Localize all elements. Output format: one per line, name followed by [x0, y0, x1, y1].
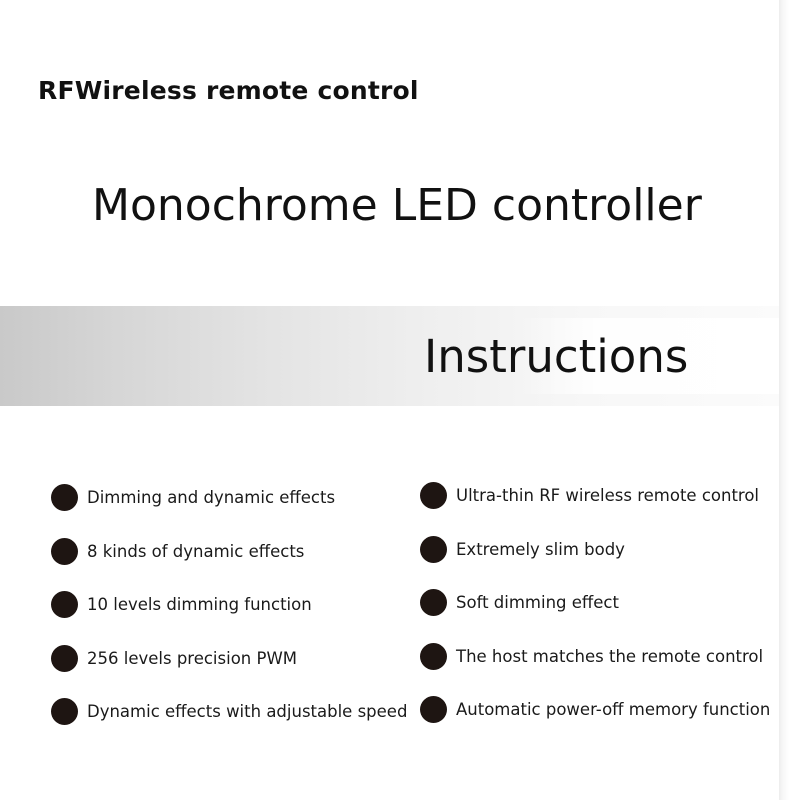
feature-item-right-1: Ultra-thin RF wireless remote control [420, 482, 759, 509]
bullet-dot-icon [51, 645, 78, 672]
bullet-dot-icon [51, 591, 78, 618]
bullet-dot-icon [51, 698, 78, 725]
feature-label: Automatic power-off memory function [456, 700, 771, 719]
bullet-dot-icon [51, 538, 78, 565]
feature-item-left-4: 256 levels precision PWM [51, 645, 297, 672]
page-title: Monochrome LED controller [92, 180, 702, 231]
page-edge-shadow [779, 0, 800, 800]
subtitle: RFWireless remote control [38, 76, 419, 105]
feature-item-left-3: 10 levels dimming function [51, 591, 312, 618]
feature-item-right-4: The host matches the remote control [420, 643, 763, 670]
bullet-dot-icon [420, 696, 447, 723]
feature-item-right-3: Soft dimming effect [420, 589, 619, 616]
bullet-dot-icon [420, 643, 447, 670]
feature-item-left-1: Dimming and dynamic effects [51, 484, 335, 511]
bullet-dot-icon [420, 536, 447, 563]
bullet-dot-icon [420, 589, 447, 616]
feature-label: Extremely slim body [456, 540, 625, 559]
feature-label: The host matches the remote control [456, 647, 764, 666]
feature-item-right-2: Extremely slim body [420, 536, 625, 563]
feature-item-right-5: Automatic power-off memory function [420, 696, 770, 723]
feature-item-left-2: 8 kinds of dynamic effects [51, 538, 304, 565]
feature-label: Dimming and dynamic effects [87, 488, 336, 507]
feature-label: Dynamic effects with adjustable speed [87, 702, 408, 721]
feature-label: 10 levels dimming function [87, 595, 312, 614]
feature-label: 8 kinds of dynamic effects [87, 542, 305, 561]
banner-highlight [518, 318, 779, 394]
bullet-dot-icon [51, 484, 78, 511]
bullet-dot-icon [420, 482, 447, 509]
feature-item-left-5: Dynamic effects with adjustable speed [51, 698, 407, 725]
feature-label: Ultra-thin RF wireless remote control [456, 486, 760, 505]
feature-label: Soft dimming effect [456, 593, 619, 612]
feature-label: 256 levels precision PWM [87, 649, 297, 668]
instructions-heading: Instructions [424, 330, 689, 383]
